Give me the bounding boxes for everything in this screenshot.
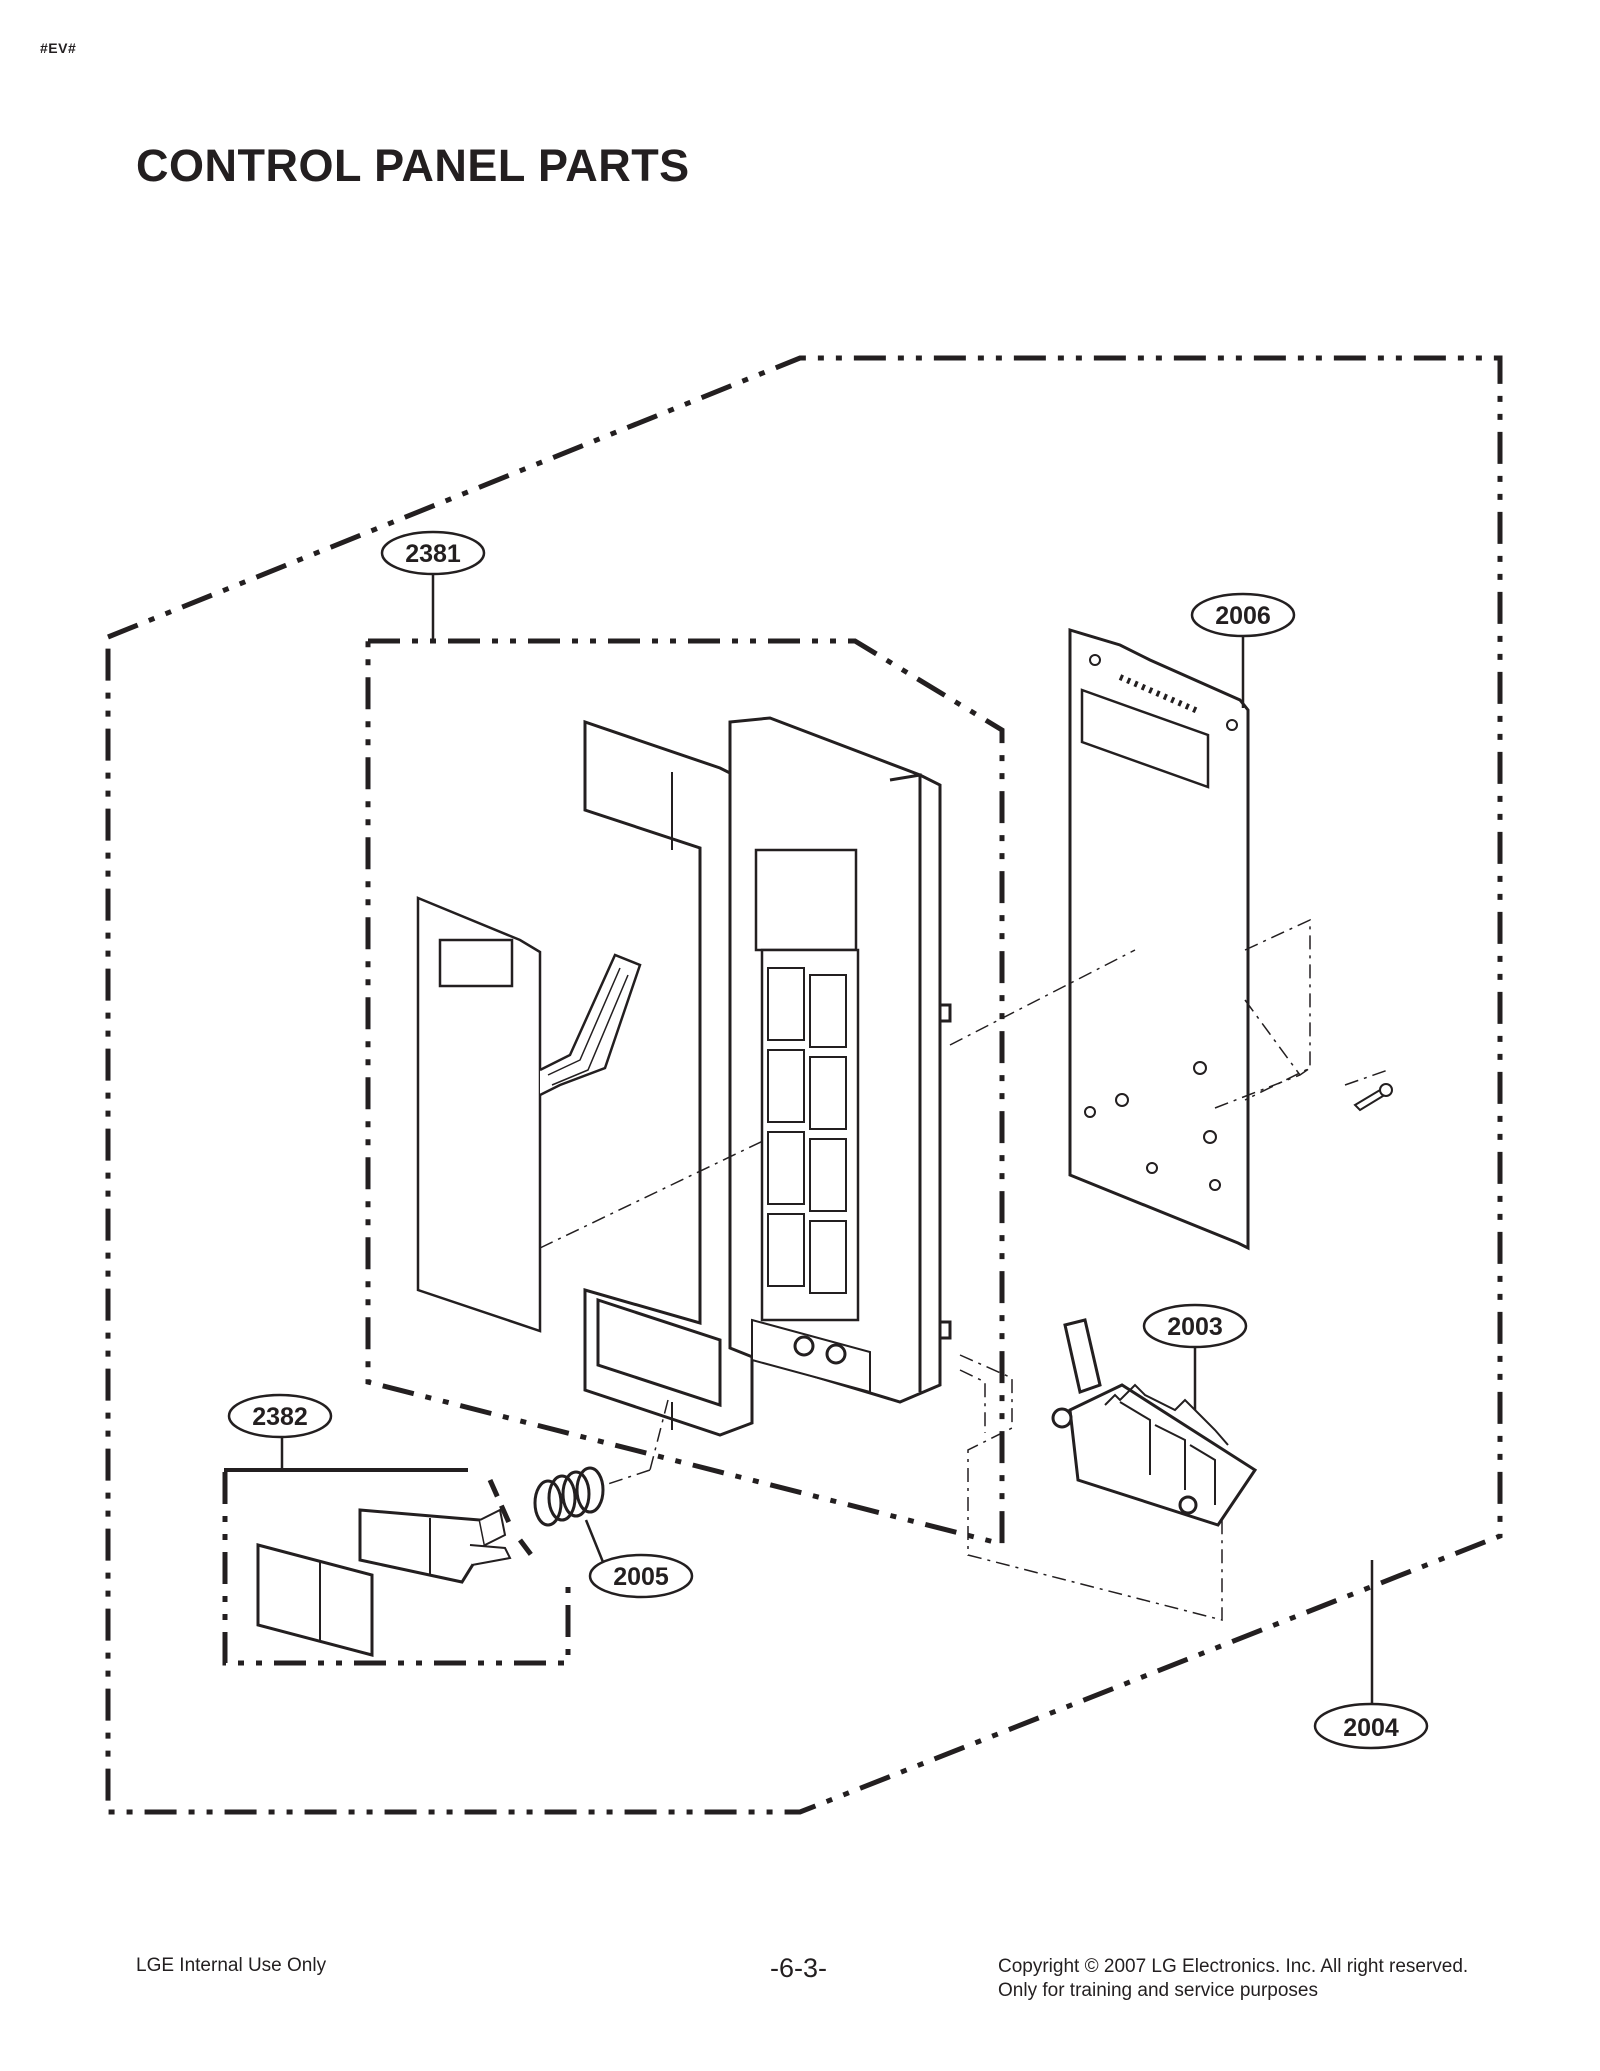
callout-2004: 2004 <box>1313 1702 1429 1750</box>
leader-lines <box>280 574 1374 1705</box>
callout-2005: 2005 <box>588 1553 694 1599</box>
callout-2003-label: 2003 <box>1167 1313 1223 1341</box>
footer-purpose: Only for training and service purposes <box>998 1980 1318 2001</box>
page-title: CONTROL PANEL PARTS <box>136 140 690 191</box>
page-number: -6-3- <box>770 1953 828 1983</box>
footer-copyright-block: Copyright © 2007 LG Electronics. Inc. Al… <box>998 1955 1468 2003</box>
assembly-2004-boundary <box>105 355 1503 1815</box>
callout-2382: 2382 <box>227 1393 333 1439</box>
decor-frame <box>583 719 754 1437</box>
callout-2382-label: 2382 <box>252 1403 308 1431</box>
screw <box>1353 1083 1393 1112</box>
control-frame-body <box>728 716 952 1404</box>
footer-internal-use: LGE Internal Use Only <box>136 1955 327 1976</box>
document-code: #EV# <box>40 40 77 56</box>
callout-2006-label: 2006 <box>1215 602 1271 630</box>
pcb-board <box>1068 627 1250 1251</box>
callout-2003: 2003 <box>1142 1303 1248 1349</box>
callout-2004-label: 2004 <box>1343 1714 1399 1742</box>
door-lever <box>1051 1318 1258 1527</box>
callout-2006: 2006 <box>1190 592 1296 638</box>
assembly-2382-boundary <box>222 1472 571 1666</box>
projection-lines <box>539 918 1389 1621</box>
door-buttons <box>256 1508 512 1657</box>
callout-2005-label: 2005 <box>613 1563 669 1591</box>
footer-copyright: Copyright © 2007 LG Electronics. Inc. Al… <box>998 1956 1469 1977</box>
spring <box>533 1466 605 1527</box>
callout-2381-label: 2381 <box>405 540 461 568</box>
assembly-2381-boundary <box>365 638 1005 1548</box>
membrane-sheet <box>416 896 642 1333</box>
callout-2381: 2381 <box>380 530 486 576</box>
